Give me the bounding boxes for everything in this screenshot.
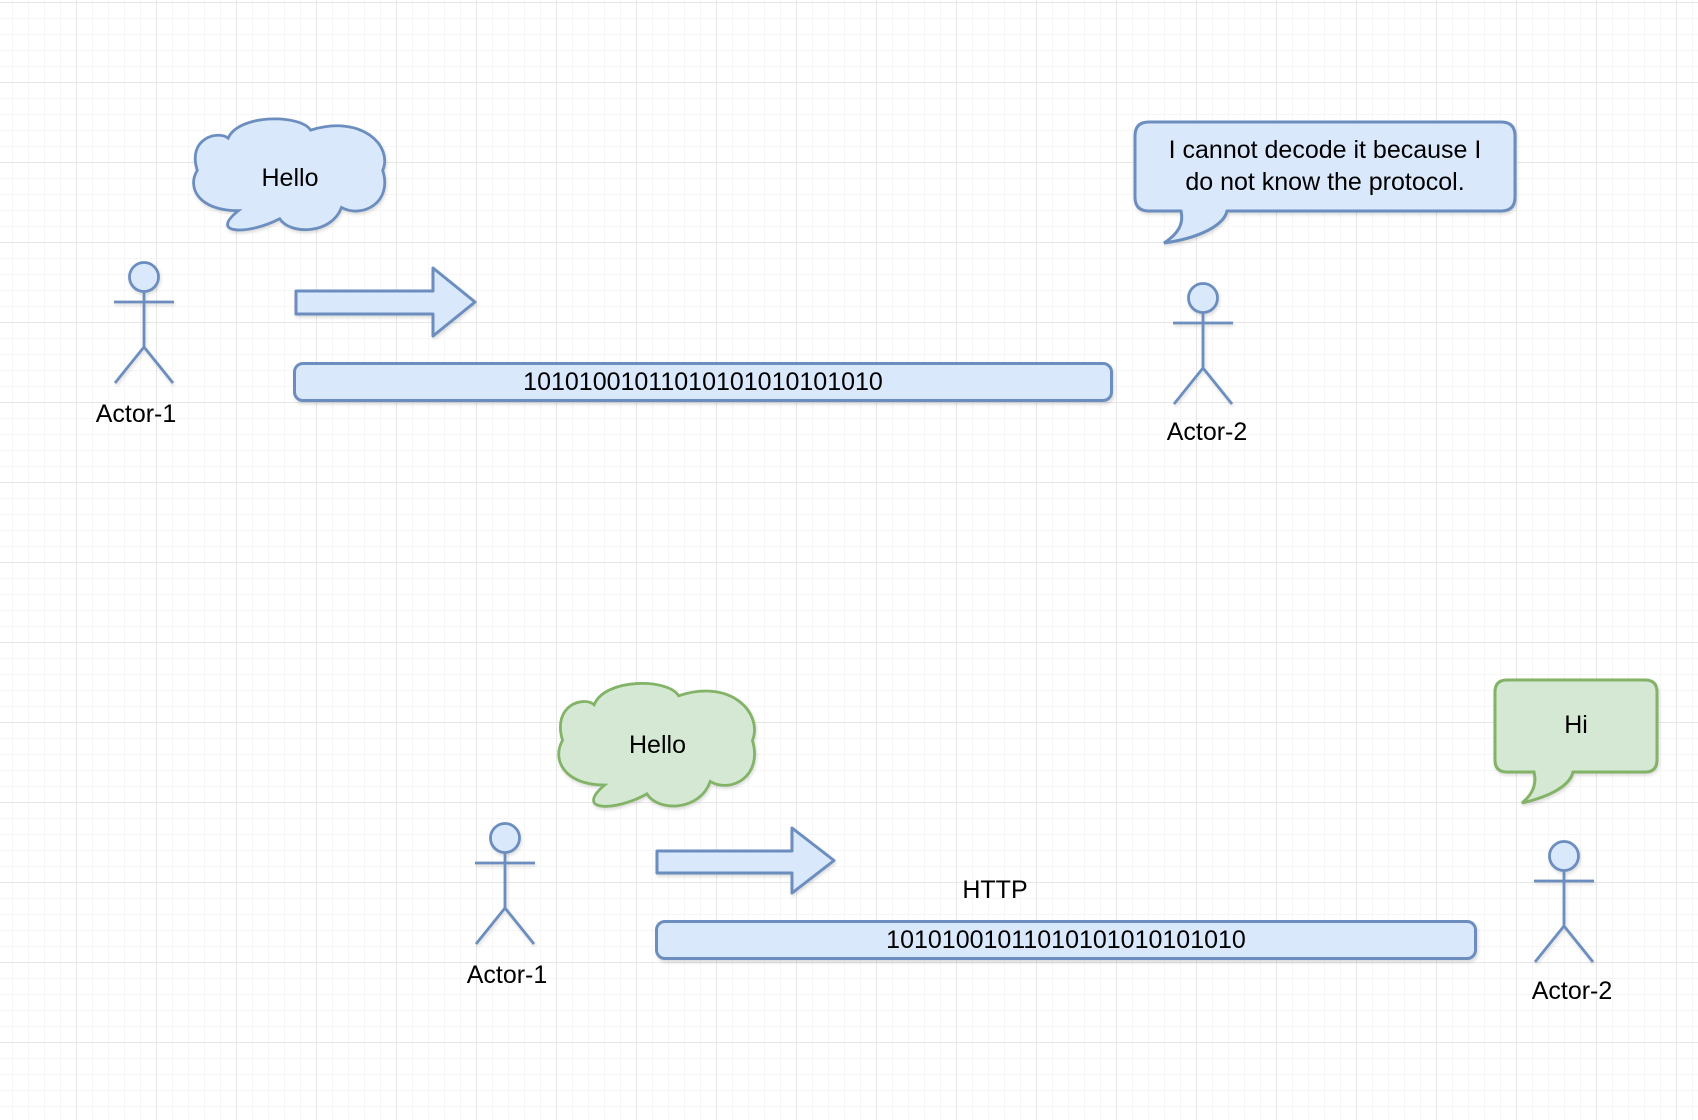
bitstream-bar[interactable]: 10101001011010101010101010: [293, 362, 1113, 402]
speech-bubble-text: Hi: [1564, 711, 1588, 740]
actor1-figure-icon[interactable]: [112, 261, 176, 385]
cloud-text: Hello: [629, 731, 686, 760]
speech-line-1: I cannot decode it because I: [1168, 136, 1482, 165]
cloud-text: Hello: [261, 164, 319, 193]
actor2-label: Actor-2: [1166, 418, 1248, 446]
message-arrow-icon[interactable]: [655, 824, 837, 896]
message-arrow-icon[interactable]: [294, 266, 478, 338]
bitstream-bar[interactable]: 10101001011010101010101010: [655, 920, 1477, 960]
speech-bubble-icon[interactable]: [1128, 115, 1520, 255]
speech-bubble-text: I cannot decode it because I do not know…: [1135, 122, 1515, 211]
actor2-label: Actor-2: [1531, 977, 1613, 1005]
actor1-label: Actor-1: [466, 961, 548, 989]
protocol-label: HTTP: [962, 876, 1028, 904]
speech-line-2: do not know the protocol.: [1185, 167, 1465, 196]
actor1-figure-icon[interactable]: [473, 822, 537, 946]
cloud-shape-icon[interactable]: [187, 114, 393, 236]
actor2-figure-icon[interactable]: [1171, 282, 1235, 406]
actor2-figure-icon[interactable]: [1532, 840, 1596, 964]
actor1-label: Actor-1: [95, 400, 177, 428]
cloud-shape-icon[interactable]: [552, 678, 763, 813]
speech-bubble-icon[interactable]: [1488, 674, 1664, 814]
